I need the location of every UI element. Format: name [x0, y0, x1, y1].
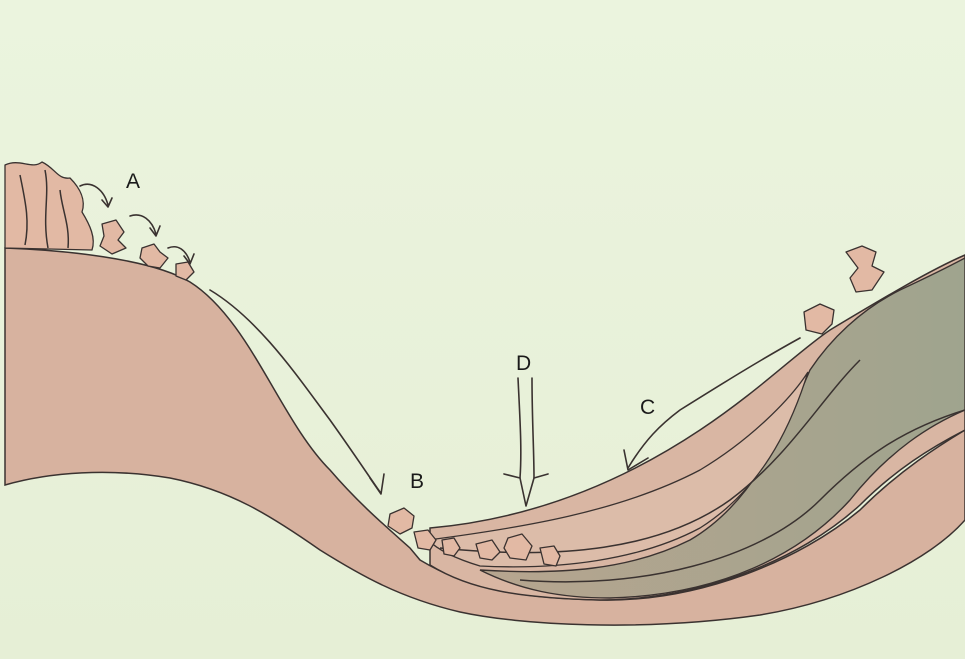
label-b: B: [410, 470, 424, 493]
label-a: A: [126, 170, 140, 193]
label-c: C: [640, 396, 655, 419]
label-d: D: [516, 352, 531, 375]
